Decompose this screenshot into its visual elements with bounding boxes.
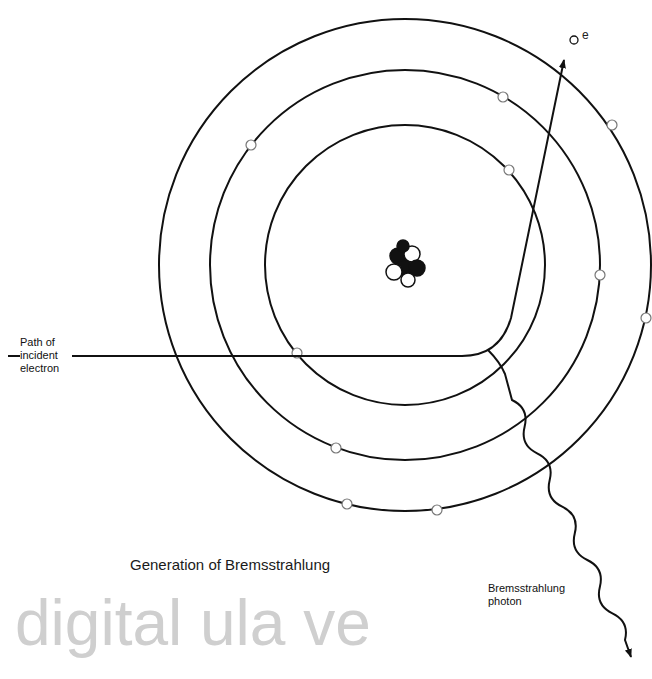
- electron-symbol: e: [582, 28, 589, 42]
- nucleus: [386, 240, 425, 287]
- photon-label: Bremsstrahlung photon: [488, 582, 578, 608]
- scattered-electron: [570, 36, 578, 44]
- inner-shell: [265, 125, 545, 405]
- electron-path: [8, 60, 564, 356]
- photon-wave: [488, 350, 631, 657]
- watermark: digital ula ve: [15, 588, 371, 658]
- figure-caption: Generation of Bremsstrahlung: [130, 556, 330, 574]
- middle-shell: [210, 70, 600, 460]
- orbital-electrons: [246, 92, 651, 515]
- path-label: Path of incident electron: [20, 336, 72, 375]
- outer-shell: [159, 19, 651, 511]
